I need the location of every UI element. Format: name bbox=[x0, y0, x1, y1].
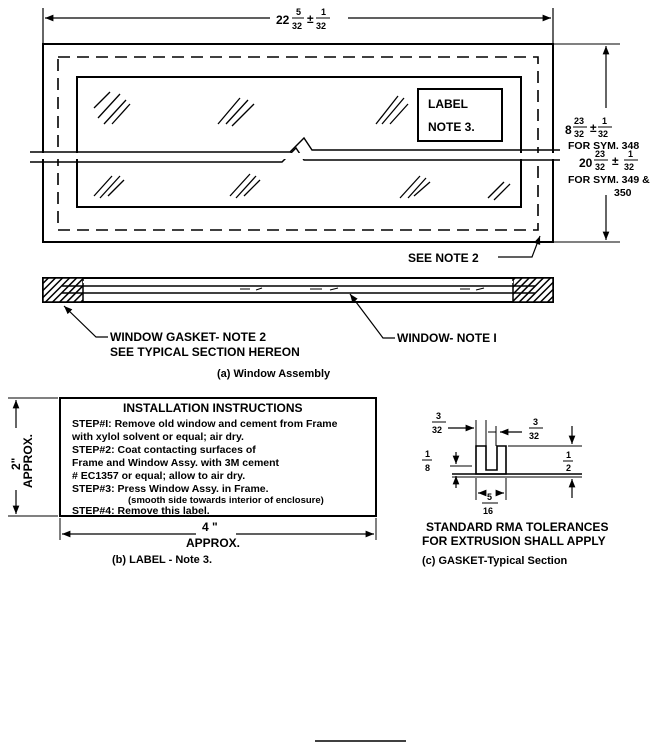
rma-tolerance-line2: FOR EXTRUSION SHALL APPLY bbox=[422, 534, 606, 548]
dim-bottom-width-den: 16 bbox=[483, 506, 493, 516]
label-box-line1: LABEL bbox=[428, 97, 468, 111]
label-detail: 2" APPROX. INSTALLATION INSTRUCTIONS STE… bbox=[8, 397, 377, 566]
window-edge-view bbox=[42, 277, 554, 303]
gasket-callout-leader bbox=[63, 305, 108, 338]
label-box bbox=[417, 88, 503, 142]
height-349-num: 23 bbox=[595, 149, 605, 159]
dim-right-height: 1 2 bbox=[508, 426, 582, 498]
window-pane bbox=[76, 76, 522, 208]
overall-width-dimension: 22 5 32 ± 1 32 bbox=[276, 7, 330, 31]
label-height-dim-line1: 2" bbox=[9, 458, 23, 470]
window-assembly: 22 5 32 ± 1 32 LABEL NOTE bbox=[30, 7, 650, 380]
break-line-lower bbox=[30, 146, 560, 163]
instruction-line-7: (smooth side towards interior of enclosu… bbox=[128, 495, 324, 506]
overall-width-den: 32 bbox=[292, 21, 302, 31]
dim-right-top-num: 3 bbox=[533, 417, 538, 427]
label-width-dim-line2: APPROX. bbox=[186, 536, 240, 550]
height-349-tol: ± bbox=[612, 154, 619, 168]
window-callout: WINDOW- NOTE I bbox=[397, 331, 497, 345]
dim-right-top: 3 32 bbox=[500, 417, 543, 441]
dim-left-height: 1 8 bbox=[422, 449, 472, 488]
dim-left-top: 3 32 bbox=[432, 411, 474, 435]
gasket-profile bbox=[475, 445, 507, 475]
label-height-dim-line2: APPROX. bbox=[21, 434, 35, 488]
dim-left-height-num: 1 bbox=[425, 449, 430, 459]
see-note-2-callout: SEE NOTE 2 bbox=[408, 251, 479, 265]
height-dimension-349: 20 23 32 ± 1 32 FOR SYM. 349 & 350 bbox=[568, 149, 650, 199]
gasket-callout-line2: SEE TYPICAL SECTION HEREON bbox=[110, 345, 300, 359]
break-line-upper bbox=[30, 136, 560, 153]
dim-right-height-den: 2 bbox=[566, 463, 571, 473]
dim-left-top-num: 3 bbox=[436, 411, 441, 421]
dim-bottom-width: 5 16 bbox=[475, 478, 507, 516]
instruction-line-3: STEP#2: Coat contacting surfaces of bbox=[72, 444, 256, 456]
gasket-caption: (c) GASKET-Typical Section bbox=[422, 555, 568, 567]
instruction-line-6: STEP#3: Press Window Assy. in Frame. bbox=[72, 483, 269, 495]
window-assembly-caption: (a) Window Assembly bbox=[217, 368, 331, 380]
height-349-whole: 20 bbox=[579, 156, 593, 170]
height-348-tol-num: 1 bbox=[602, 116, 607, 126]
height-348-num: 23 bbox=[574, 116, 584, 126]
height-348-tol: ± bbox=[590, 121, 597, 135]
height-349-tol-num: 1 bbox=[628, 149, 633, 159]
gasket-hatch-left bbox=[42, 277, 84, 303]
height-348-note: FOR SYM. 348 bbox=[568, 140, 639, 152]
label-box-line2: NOTE 3. bbox=[428, 120, 475, 134]
height-349-note-line2: 350 bbox=[614, 187, 632, 199]
height-349-note-line1: FOR SYM. 349 & bbox=[568, 174, 650, 186]
height-348-tol-den: 32 bbox=[598, 129, 608, 139]
instruction-line-2: with xylol solvent or equal; air dry. bbox=[71, 431, 244, 443]
label-caption: (b) LABEL - Note 3. bbox=[112, 554, 212, 566]
height-348-den: 32 bbox=[574, 129, 584, 139]
dim-bottom-width-num: 5 bbox=[487, 492, 492, 502]
overall-width-whole: 22 bbox=[276, 13, 290, 27]
instruction-line-5: # EC1357 or equal; allow to air dry. bbox=[72, 470, 245, 482]
height-349-den: 32 bbox=[595, 162, 605, 172]
glass-reflection-marks bbox=[93, 91, 511, 201]
dim-right-top-den: 32 bbox=[529, 431, 539, 441]
label-outline bbox=[59, 397, 377, 517]
dim-left-top-den: 32 bbox=[432, 425, 442, 435]
frame-outer bbox=[42, 43, 554, 243]
height-348-whole: 8 bbox=[565, 123, 572, 137]
see-note-2-leader bbox=[498, 235, 541, 258]
label-width-dim-line1: 4 " bbox=[202, 520, 218, 534]
instruction-line-4: Frame and Window Assy. with 3M cement bbox=[72, 457, 280, 469]
instruction-line-8: STEP#4: Remove this label. bbox=[72, 505, 210, 517]
overall-width-num: 5 bbox=[296, 7, 301, 17]
rma-tolerance-line1: STANDARD RMA TOLERANCES bbox=[426, 520, 608, 534]
overall-width-tol: ± bbox=[307, 12, 314, 26]
gasket-section: 3 32 3 32 1 8 bbox=[422, 411, 608, 567]
overall-width-tol-den: 32 bbox=[316, 21, 326, 31]
dim-right-height-num: 1 bbox=[566, 450, 571, 460]
height-349-tol-den: 32 bbox=[624, 162, 634, 172]
overall-width-tol-num: 1 bbox=[321, 7, 326, 17]
gasket-hatch-right bbox=[512, 277, 554, 303]
gasket-callout-line1: WINDOW GASKET- NOTE 2 bbox=[110, 330, 266, 344]
instructions-title: INSTALLATION INSTRUCTIONS bbox=[123, 401, 303, 415]
frame-inner-dashed bbox=[57, 56, 539, 231]
instruction-line-1: STEP#I: Remove old window and cement fro… bbox=[72, 418, 338, 430]
dim-left-height-den: 8 bbox=[425, 463, 430, 473]
height-dimension-348: 8 23 32 ± 1 32 FOR SYM. 348 bbox=[565, 116, 639, 152]
window-callout-leader bbox=[349, 293, 395, 339]
